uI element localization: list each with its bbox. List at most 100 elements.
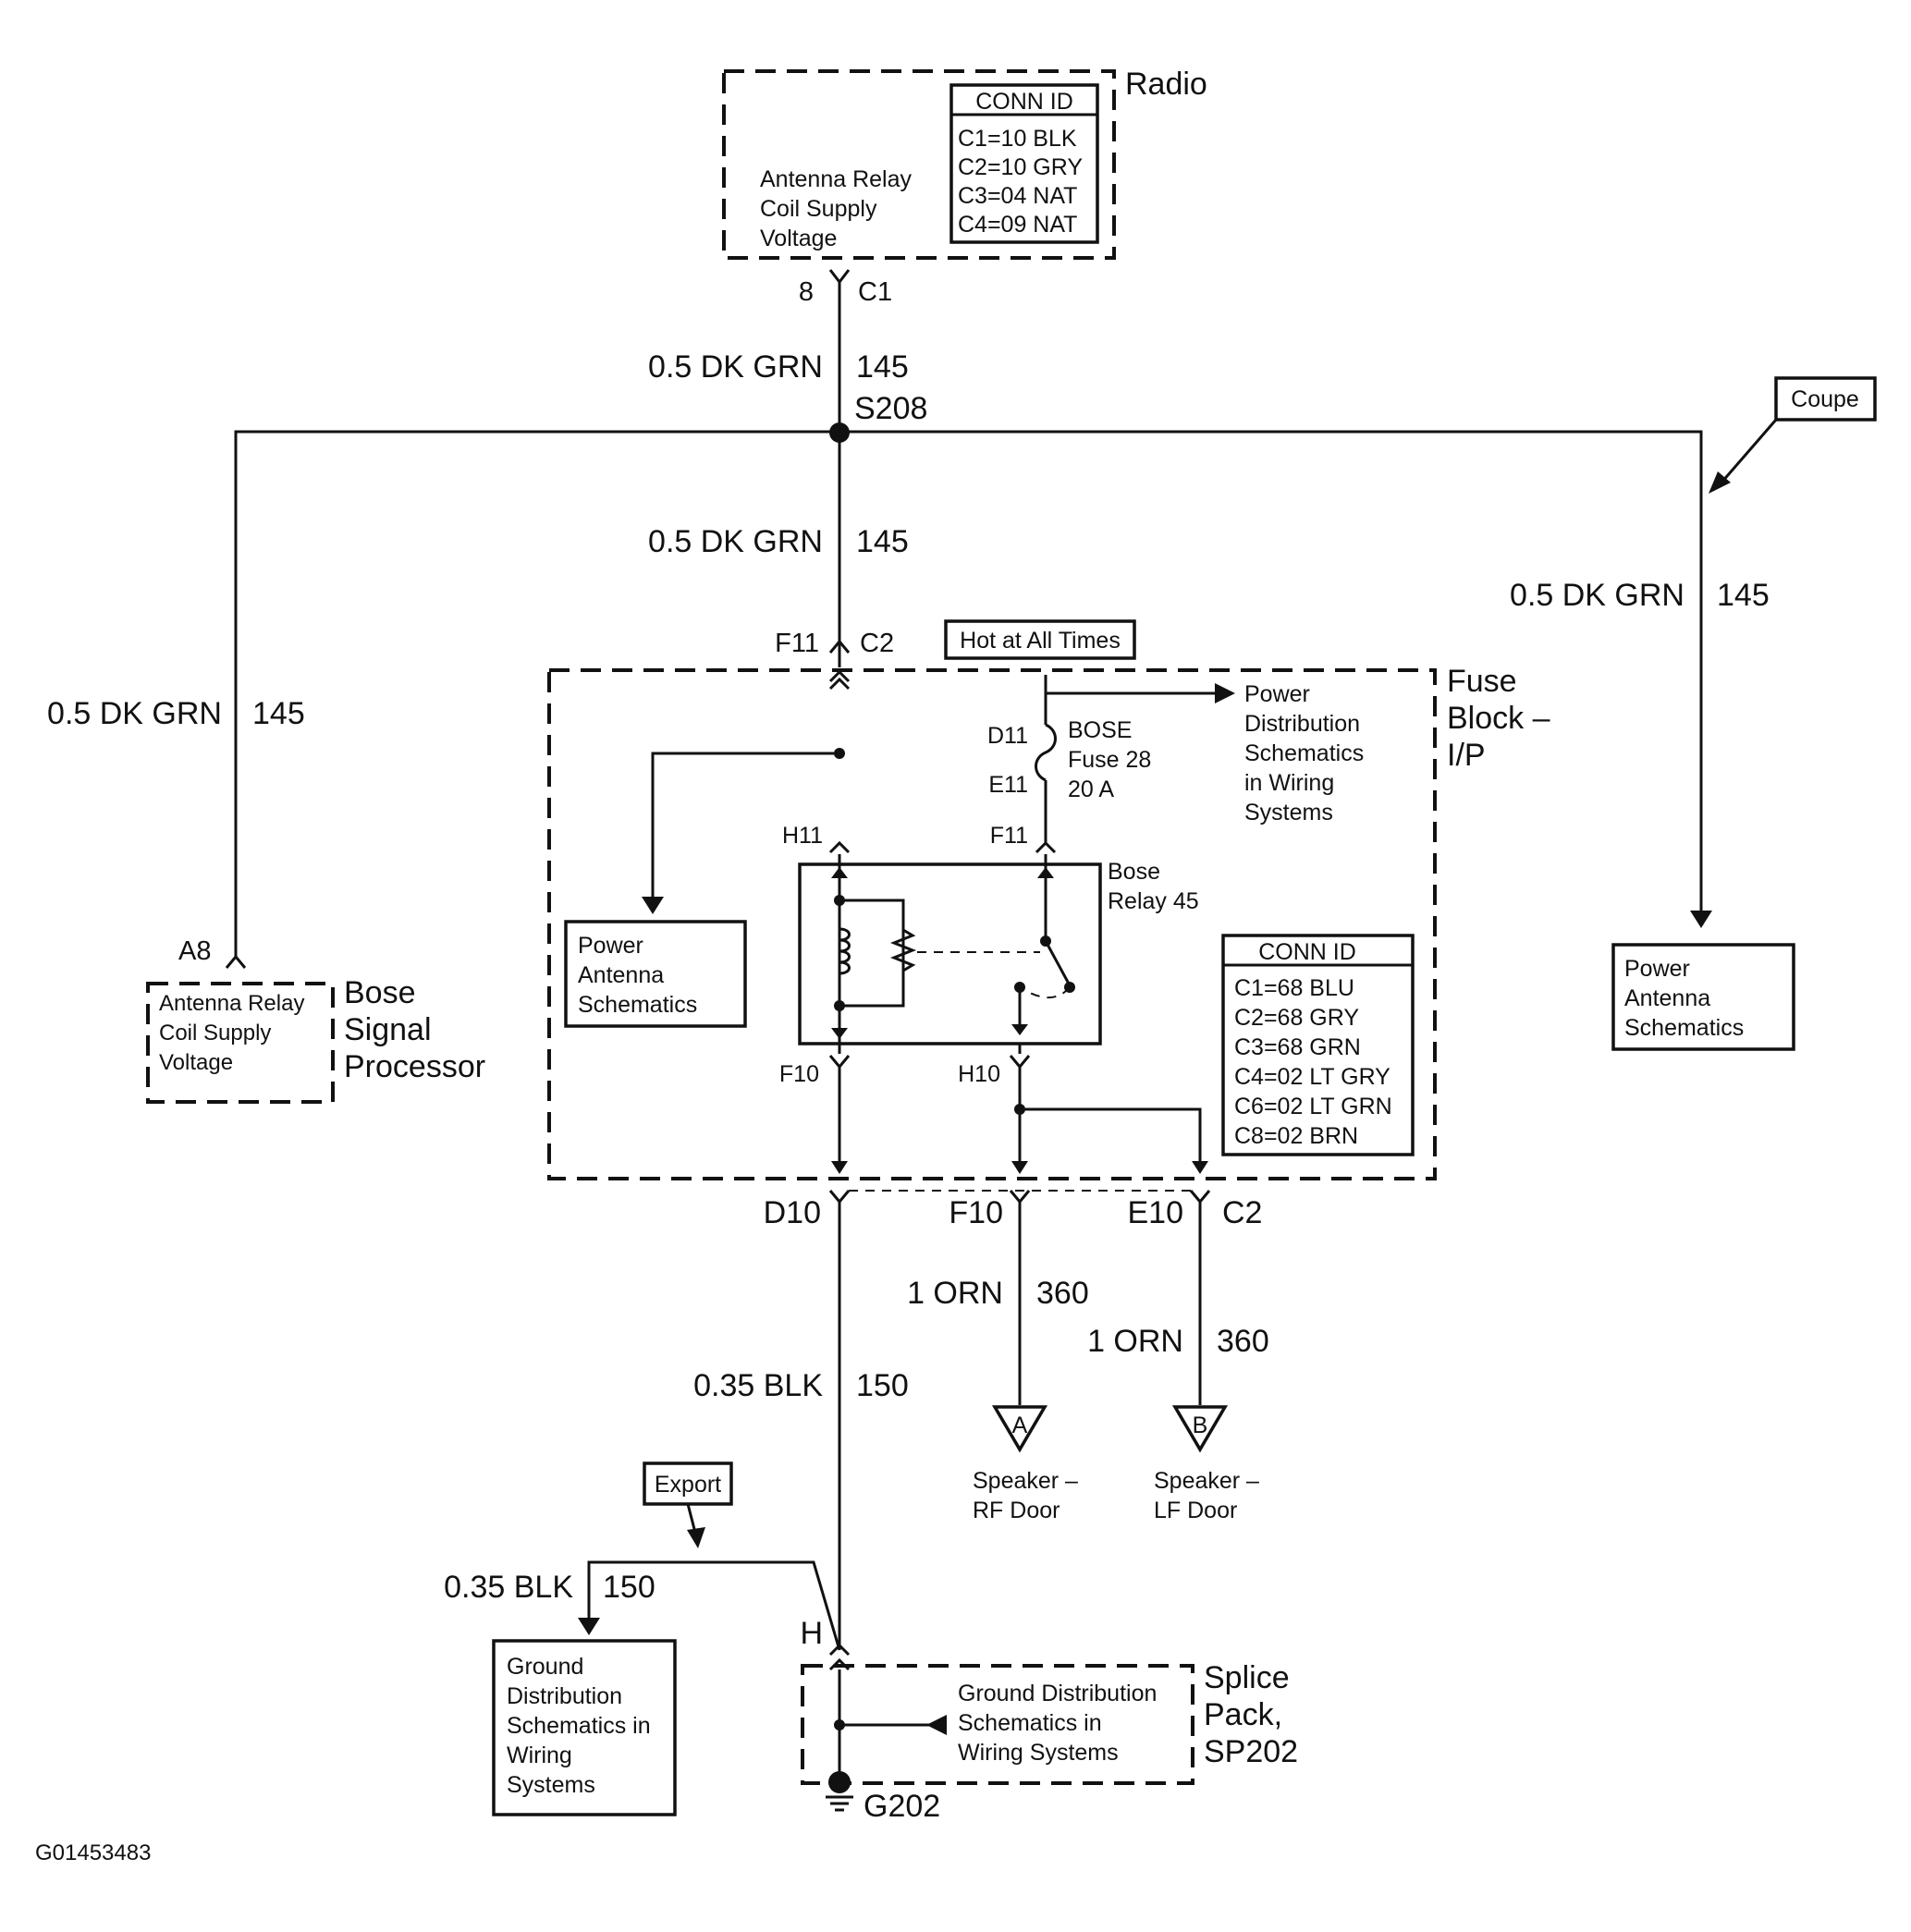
ground-g202-label: G202: [864, 1789, 940, 1824]
fuse-block-title: Fuse: [1447, 664, 1517, 699]
bose-processor-desc: Antenna Relay: [159, 991, 304, 1016]
power-distribution-line: Systems: [1244, 800, 1333, 825]
ground-left-line: Wiring: [507, 1742, 572, 1768]
power-distribution-line: Schematics: [1244, 740, 1364, 766]
figure-id: G01453483: [35, 1840, 151, 1865]
relay-coil-symbol: [839, 927, 851, 975]
wire-gauge-label: 0.35 BLK: [693, 1368, 823, 1403]
fuse-block-top-connector-symbol: [828, 639, 851, 654]
fuse-block-conn-row: C1=68 BLU: [1234, 975, 1354, 1001]
wire-circuit-number: 360: [1036, 1276, 1089, 1311]
fuse-block-conn-row: C6=02 LT GRN: [1234, 1094, 1392, 1119]
bose-processor-desc: Coil Supply: [159, 1021, 271, 1045]
ground-distribution-schematics-left: [492, 1639, 677, 1816]
arrow-power-antenna-inner: [642, 897, 664, 914]
relay-terminal-h11: [828, 840, 851, 854]
splice-pack-desc: Ground Distribution: [958, 1681, 1157, 1706]
speaker-lf-name: LF Door: [1154, 1498, 1237, 1523]
connector-d10: [828, 1190, 851, 1204]
fuse-name-line: BOSE: [1068, 717, 1132, 743]
wire-145-branch: [234, 430, 1703, 957]
arrow-right-branch: [1690, 911, 1712, 928]
radio-pin-number: 8: [799, 277, 814, 307]
connector-e10: [1189, 1190, 1211, 1204]
power-antenna-inner-line: Antenna: [578, 962, 664, 988]
relay-name-line: Relay 45: [1108, 888, 1199, 914]
radio-desc-line: Antenna Relay: [760, 166, 913, 192]
bose-processor-pin: A8: [178, 936, 211, 966]
wire-gauge-label: 0.5 DK GRN: [648, 349, 823, 385]
fuse-block-conn-row: C4=02 LT GRY: [1234, 1064, 1390, 1090]
coupe-arrow: [1709, 471, 1731, 494]
speaker-rf-name: RF Door: [973, 1498, 1060, 1523]
hot-at-all-times-tag: [944, 619, 1136, 660]
power-antenna-right-line: Power: [1624, 956, 1690, 982]
fuse-block-title: I/P: [1447, 738, 1486, 773]
wire-circuit-number: 360: [1217, 1324, 1269, 1359]
ground-left-line: Ground: [507, 1654, 583, 1680]
bose-processor-desc: Voltage: [159, 1050, 233, 1075]
radio-desc-line: Coil Supply: [760, 196, 877, 222]
pin-e10-label: E10: [1128, 1195, 1184, 1230]
bose-processor-boundary: [146, 982, 335, 1104]
bose-processor-connector: [225, 954, 247, 969]
pin-f10-label: F10: [949, 1195, 1003, 1230]
ground-left-line: Systems: [507, 1772, 595, 1798]
splice-pack-title: SP202: [1204, 1734, 1298, 1769]
bose-relay-45: [798, 862, 1102, 1045]
wire-circuit-number: 145: [252, 696, 305, 731]
splice-pack-title: Pack,: [1204, 1697, 1282, 1732]
splice-pack-boundary: [801, 1664, 1194, 1785]
relay-pin-h10: H10: [958, 1061, 1000, 1087]
speaker-rf-name: Speaker –: [973, 1468, 1078, 1494]
export-arrow: [687, 1527, 705, 1548]
relay-terminal-f10: [828, 1055, 851, 1070]
wire-to-power-antenna-inner: [651, 752, 839, 901]
relay-terminal-f11: [1035, 840, 1057, 854]
bose-processor-title: Processor: [344, 1049, 485, 1084]
relay-switch-blade: [1044, 940, 1072, 986]
fuse-name-line: 20 A: [1068, 776, 1114, 802]
pin-d10-label: D10: [764, 1195, 821, 1230]
radio-desc-line: Voltage: [760, 226, 837, 251]
fuse-name-line: Fuse 28: [1068, 747, 1151, 773]
power-antenna-inner-line: Power: [578, 933, 643, 959]
splice-s208-label: S208: [854, 391, 927, 426]
power-antenna-right-line: Schematics: [1624, 1015, 1744, 1041]
arrow-ground-dist-splice: [926, 1715, 947, 1735]
arrow-ground-left: [578, 1618, 600, 1635]
splice-pack-desc: Wiring Systems: [958, 1740, 1119, 1766]
speaker-lf-letter: B: [1193, 1412, 1208, 1438]
splice-pack-desc: Schematics in: [958, 1710, 1102, 1736]
wire-circuit-number: 145: [856, 349, 909, 385]
power-distribution-line: Distribution: [1244, 711, 1360, 737]
fuse-block-conn-id-table: [1221, 934, 1415, 1156]
fuse-pin-d11: D11: [987, 723, 1028, 749]
connector-f10: [1009, 1190, 1031, 1204]
wire-gauge-label: 0.5 DK GRN: [1510, 578, 1684, 613]
fuse-block-conn-row: C3=68 GRN: [1234, 1034, 1361, 1060]
radio-conn-row: C4=09 NAT: [958, 212, 1077, 238]
radio-connector-id: C1: [858, 277, 892, 307]
wire-gauge-label: 0.5 DK GRN: [648, 524, 823, 559]
radio-connector-symbol: [828, 269, 851, 285]
relay-resistor-symbol: [889, 928, 917, 972]
fuse-block-conn-row: C2=68 GRY: [1234, 1005, 1359, 1031]
ground-left-line: Schematics in: [507, 1713, 651, 1739]
fuse-block-top-connector: C2: [860, 629, 894, 658]
splice-pack-pin-h: H: [800, 1616, 823, 1651]
power-distribution-line: in Wiring: [1244, 770, 1334, 796]
ground-left-line: Distribution: [507, 1683, 622, 1709]
wire-gauge-label: 0.35 BLK: [444, 1570, 573, 1605]
bottom-connector-c2: C2: [1222, 1195, 1262, 1230]
export-tag-label: Export: [655, 1472, 721, 1498]
radio-module: Radio CONN ID C1=10 BLK C2=10 GRY C3=04 …: [722, 67, 1207, 260]
relay-switch-travel: [1025, 986, 1071, 998]
relay-terminal-h10: [1009, 1055, 1031, 1070]
power-antenna-schematics-inner: [564, 920, 747, 1028]
fuse-block-boundary: [547, 668, 1437, 1180]
arrow-power-distribution: [1215, 683, 1235, 703]
wire-circuit-number: 150: [856, 1368, 909, 1403]
radio-conn-id-title: CONN ID: [975, 89, 1073, 115]
